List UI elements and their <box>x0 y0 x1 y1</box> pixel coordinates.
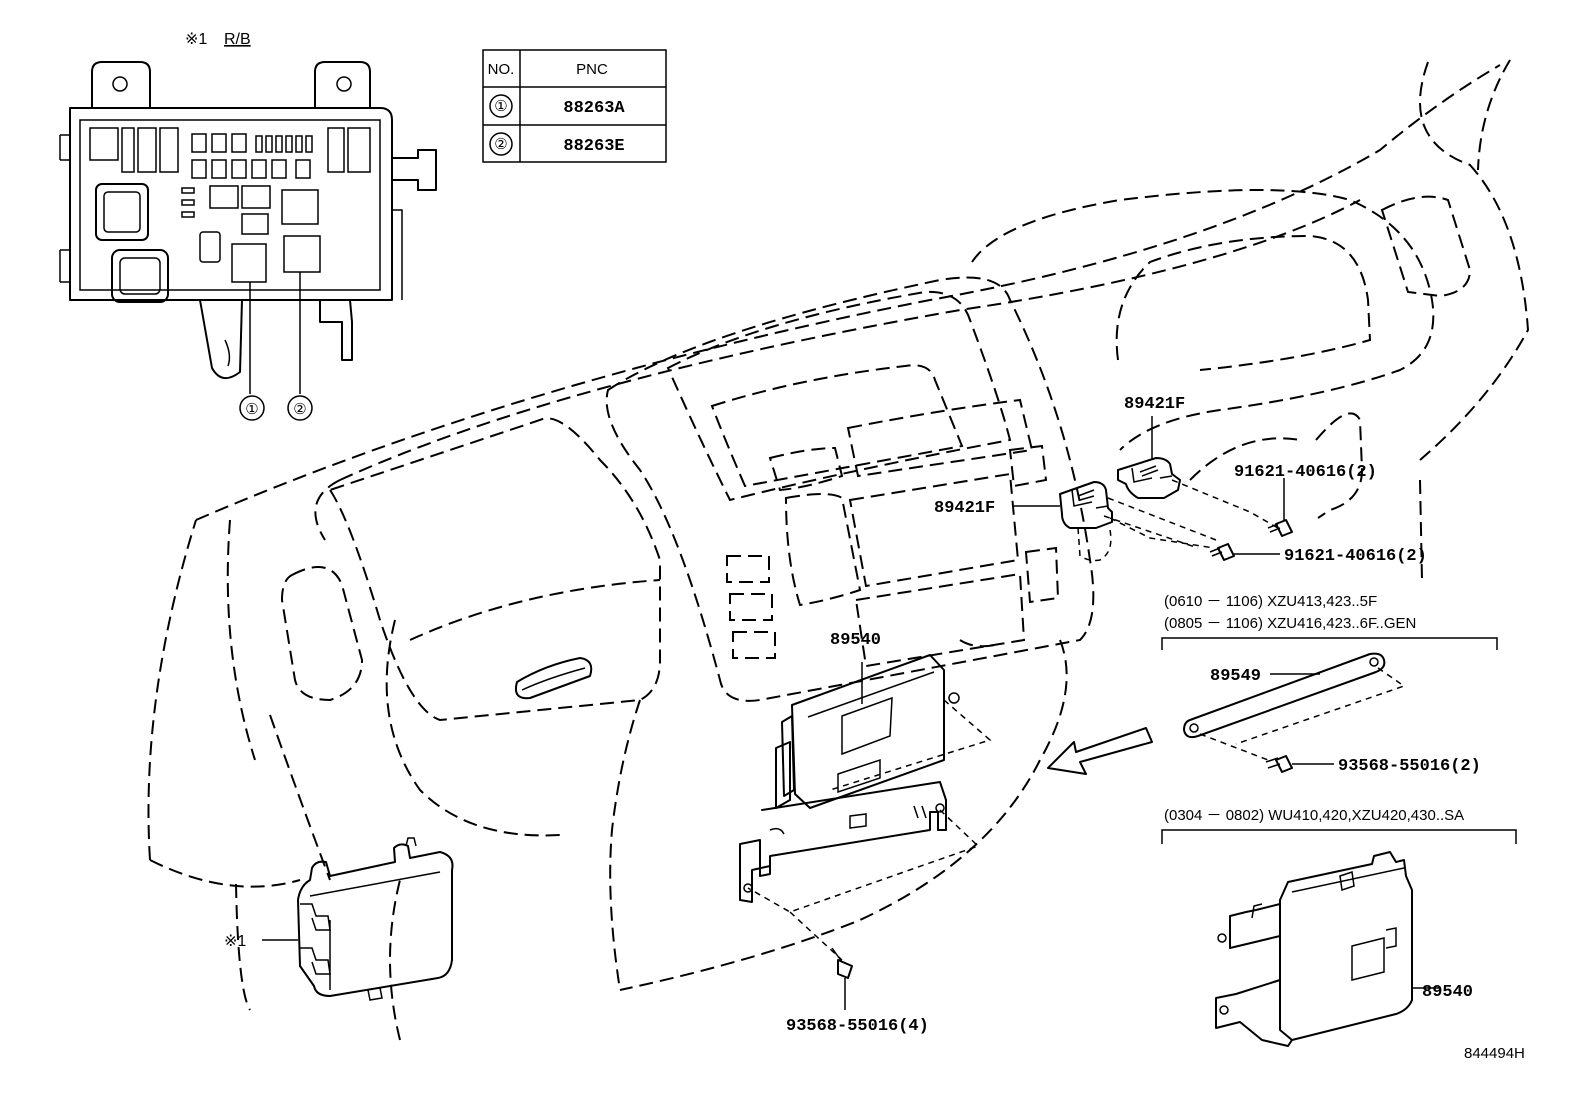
pnc-table-row2-pnc: 88263E <box>563 137 624 156</box>
label-screw-bracket: 93568-55016(2) <box>1338 757 1481 776</box>
direction-arrow <box>1047 727 1153 775</box>
variant-a: (0610 － 1106) XZU413,423..5F (0805 － 110… <box>1161 593 1498 776</box>
pnc-table-row1-no: ① <box>494 98 507 115</box>
pnc-table-row2-no: ② <box>494 136 507 153</box>
illustration-id: 844494H <box>1464 1045 1525 1062</box>
pnc-table-header-no: NO. <box>488 61 515 78</box>
variant-b: (0304 － 0802) WU410,420,XZU420,430..SA 8… <box>1161 807 1517 1047</box>
pnc-table-header-pnc: PNC <box>576 61 608 78</box>
relay-block-title: R/B <box>224 31 251 48</box>
relay-block-inset: ※1 R/B <box>59 31 437 421</box>
ecu-main: 89540 93568-55016(4) <box>739 631 992 1036</box>
relay-block-installed: ※1 <box>224 837 454 1001</box>
callout-2: ② <box>293 401 306 418</box>
pnc-table: NO. PNC ① 88263A ② 88263E <box>482 49 667 163</box>
relay-block-ref: ※1 <box>224 933 246 950</box>
label-sensor-upper: 89421F <box>1124 395 1185 414</box>
label-bolt-upper: 91621-40616(2) <box>1234 463 1377 482</box>
label-ecu-main: 89540 <box>830 631 881 650</box>
label-screw-bottom: 93568-55016(4) <box>786 1017 929 1036</box>
pnc-table-row1-pnc: 88263A <box>563 99 625 118</box>
note-variant-a-line2: (0805 － 1106) XZU416,423..6F..GEN <box>1164 615 1416 632</box>
relay-block-title-mark: ※1 <box>185 31 207 48</box>
callout-1: ① <box>245 401 258 418</box>
note-variant-a-line1: (0610 － 1106) XZU413,423..5F <box>1164 593 1377 610</box>
label-bolt-lower: 91621-40616(2) <box>1284 547 1427 566</box>
label-sensor-lower: 89421F <box>934 499 995 518</box>
label-ecu-variant: 89540 <box>1422 983 1473 1002</box>
sensors: 89421F 89421F 91621-40616(2) 91621-40616… <box>934 395 1427 566</box>
note-variant-b: (0304 － 0802) WU410,420,XZU420,430..SA <box>1164 807 1464 824</box>
label-bracket: 89549 <box>1210 667 1261 686</box>
